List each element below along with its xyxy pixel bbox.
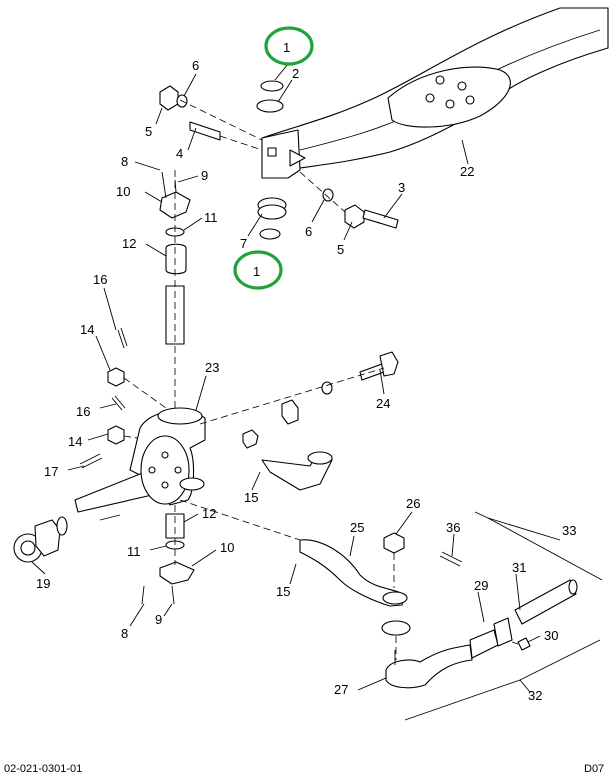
callout-3: 3 (398, 180, 405, 195)
highlight-ring-top (264, 26, 314, 66)
callout-16-b: 16 (76, 404, 90, 419)
highlight-rings (233, 26, 314, 290)
callout-36: 36 (446, 520, 460, 535)
callout-16-a: 16 (93, 272, 107, 287)
callout-4: 4 (176, 146, 183, 161)
callout-14-b: 14 (68, 434, 82, 449)
callout-32: 32 (528, 688, 542, 703)
callout-14-a: 14 (80, 322, 94, 337)
callout-30: 30 (544, 628, 558, 643)
draw-key-hardware-upper (159, 85, 399, 229)
callout-2: 2 (292, 66, 299, 81)
cotter-pins-and-nuts (79, 327, 181, 469)
callout-8-a: 8 (121, 154, 128, 169)
callout-8-b: 8 (121, 626, 128, 641)
callout-22: 22 (460, 164, 474, 179)
callout-26: 26 (406, 496, 420, 511)
steering-knuckle (74, 407, 206, 521)
spindle-nut-and-tone-wheel (13, 516, 68, 563)
kingpin-upper-washers (256, 80, 287, 240)
leader-lines (31, 63, 541, 691)
callout-6-b: 6 (305, 224, 312, 239)
assembly-brackets (404, 511, 603, 721)
callout-10-b: 10 (220, 540, 234, 555)
cross-tube-assembly (439, 551, 578, 651)
callout-29: 29 (474, 578, 488, 593)
callout-15-a: 15 (244, 490, 258, 505)
upper-cap-assembly (159, 170, 191, 420)
callout-labels: 1 2 6 5 4 8 9 10 11 12 3 22 7 6 5 1 16 1… (36, 40, 576, 703)
callout-11-a: 11 (204, 210, 218, 225)
callout-12-a: 12 (122, 236, 136, 251)
page-code: D07 (584, 763, 604, 775)
callout-9-a: 9 (201, 168, 208, 183)
callout-6-a: 6 (192, 58, 199, 73)
callout-27: 27 (334, 682, 348, 697)
callout-33: 33 (562, 523, 576, 538)
callout-1-bottom: 1 (253, 264, 260, 279)
callout-9-b: 9 (155, 612, 162, 627)
tie-rod-arm (261, 451, 333, 491)
callout-23: 23 (205, 360, 219, 375)
steering-arm-bolt (199, 351, 399, 449)
axle-beam (261, 7, 609, 179)
callout-19: 19 (36, 576, 50, 591)
callout-31: 31 (512, 560, 526, 575)
callout-10-a: 10 (116, 184, 130, 199)
callout-5-b: 5 (337, 242, 344, 257)
callout-12-b: 12 (202, 506, 216, 521)
callout-7: 7 (240, 236, 247, 251)
lower-cap-assembly (141, 505, 195, 605)
callout-1-top: 1 (283, 40, 290, 55)
drawing-number: 02-021-0301-01 (4, 763, 82, 775)
callout-11-b: 11 (127, 544, 141, 559)
callout-17: 17 (44, 464, 58, 479)
callout-15-b: 15 (276, 584, 290, 599)
highlight-ring-bottom (233, 250, 283, 290)
steering-arm (179, 499, 408, 607)
callout-5-a: 5 (145, 124, 152, 139)
tie-rod-end (381, 620, 499, 689)
callout-25: 25 (350, 520, 364, 535)
callout-24: 24 (376, 396, 390, 411)
